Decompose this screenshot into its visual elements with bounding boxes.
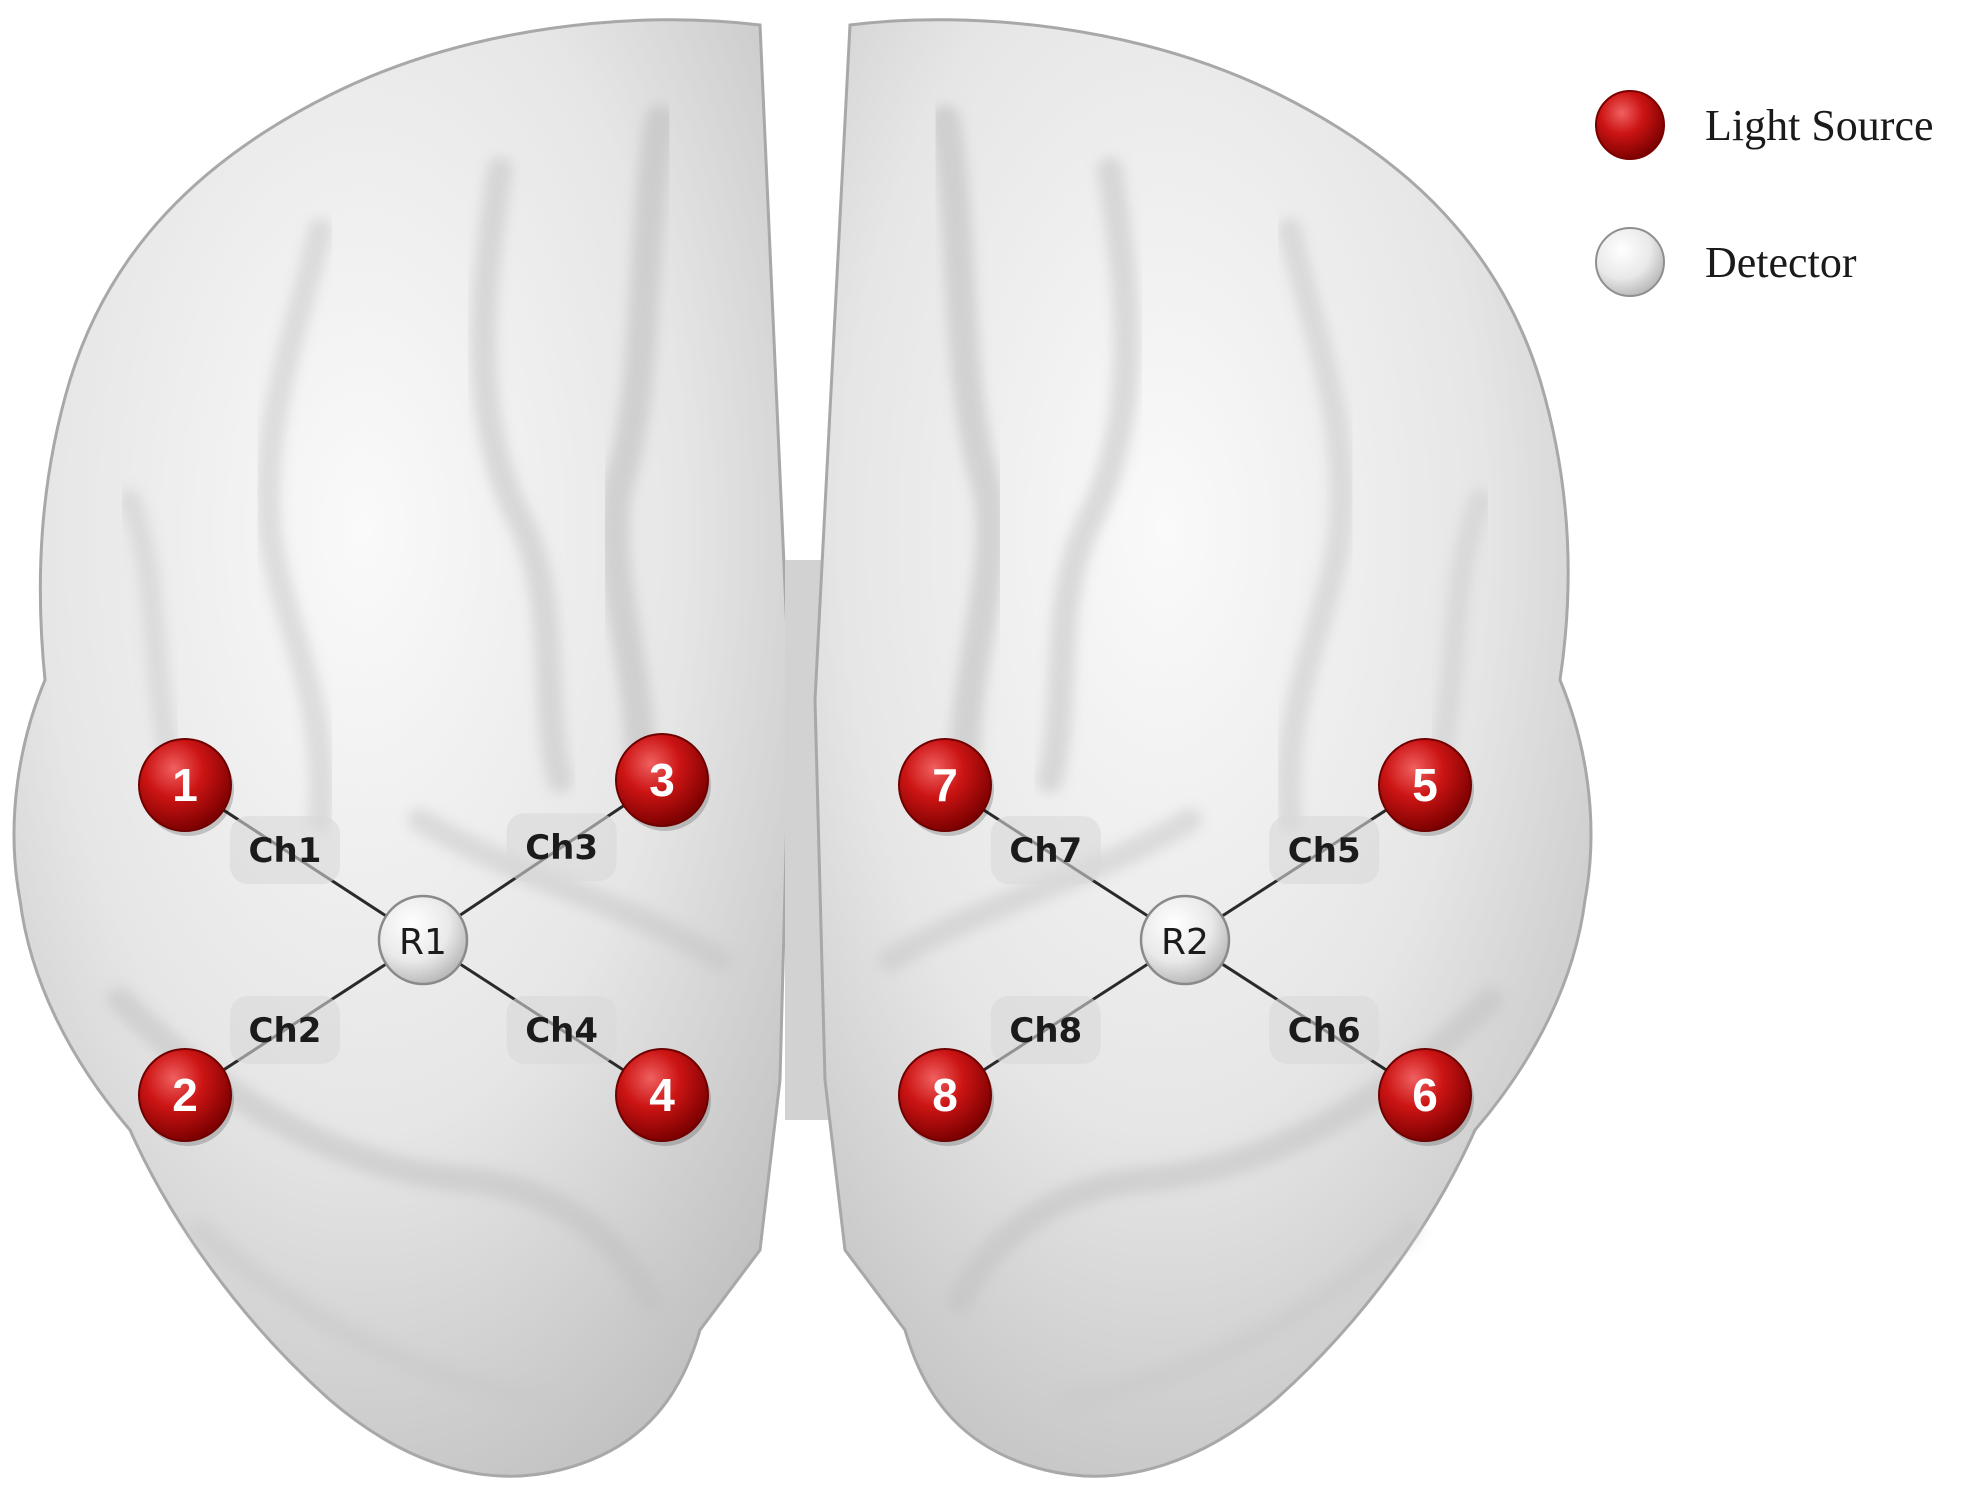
light-source-3 — [615, 733, 709, 827]
light-source-label-2: 2 — [172, 1069, 198, 1121]
detectors: R1 R2 — [377, 894, 1231, 986]
channel-label-ch6: Ch6 — [1288, 1011, 1361, 1051]
channel-label-bg — [1269, 995, 1380, 1064]
light-source-6 — [1378, 1048, 1472, 1142]
detector-label-r2: R2 — [1161, 922, 1209, 963]
channel-label-ch3: Ch3 — [525, 828, 598, 868]
channel-label-ch7: Ch7 — [1009, 831, 1082, 871]
legend-source-marker — [1595, 90, 1665, 160]
light-source-label-8: 8 — [932, 1069, 958, 1121]
legend-source-label: Light Source — [1705, 101, 1934, 150]
light-source-label-4: 4 — [649, 1069, 675, 1121]
light-source-label-3: 3 — [649, 754, 675, 806]
legend-source-item: Light Source — [1595, 90, 1934, 160]
channel-label-bg — [229, 995, 340, 1064]
light-source-1 — [138, 738, 232, 832]
light-source-label-7: 7 — [932, 759, 958, 811]
light-sources: 1 2 3 4 5 6 7 8 — [138, 733, 1474, 1146]
detector-label-r1: R1 — [399, 922, 447, 963]
light-source-2 — [138, 1048, 232, 1142]
light-source-label-5: 5 — [1412, 759, 1438, 811]
channel-label-ch8: Ch8 — [1009, 1011, 1082, 1051]
channel-label-bg — [506, 813, 617, 882]
legend-detector-item: Detector — [1595, 227, 1857, 297]
light-source-8 — [898, 1048, 992, 1142]
legend-detector-marker — [1595, 227, 1665, 297]
detector-r2 — [1139, 894, 1231, 986]
light-source-4 — [615, 1048, 709, 1142]
legend-detector-label: Detector — [1705, 238, 1857, 287]
light-source-label-1: 1 — [172, 759, 198, 811]
legend: Light Source Detector — [1595, 90, 1934, 297]
channel-label-bg — [1269, 816, 1380, 885]
light-source-7 — [898, 738, 992, 832]
channel-label-bg — [506, 995, 617, 1064]
channel-label-bg — [229, 816, 340, 885]
channel-label-bg — [990, 995, 1101, 1064]
detector-r1 — [377, 894, 469, 986]
channel-label-ch4: Ch4 — [525, 1011, 598, 1051]
channel-label-ch5: Ch5 — [1288, 831, 1361, 871]
channel-label-bg — [990, 816, 1101, 885]
channel-label-ch2: Ch2 — [249, 1011, 322, 1051]
brain-illustration — [12, 18, 1593, 1478]
channel-label-ch1: Ch1 — [249, 831, 322, 871]
light-source-5 — [1378, 738, 1472, 832]
light-source-label-6: 6 — [1412, 1069, 1438, 1121]
